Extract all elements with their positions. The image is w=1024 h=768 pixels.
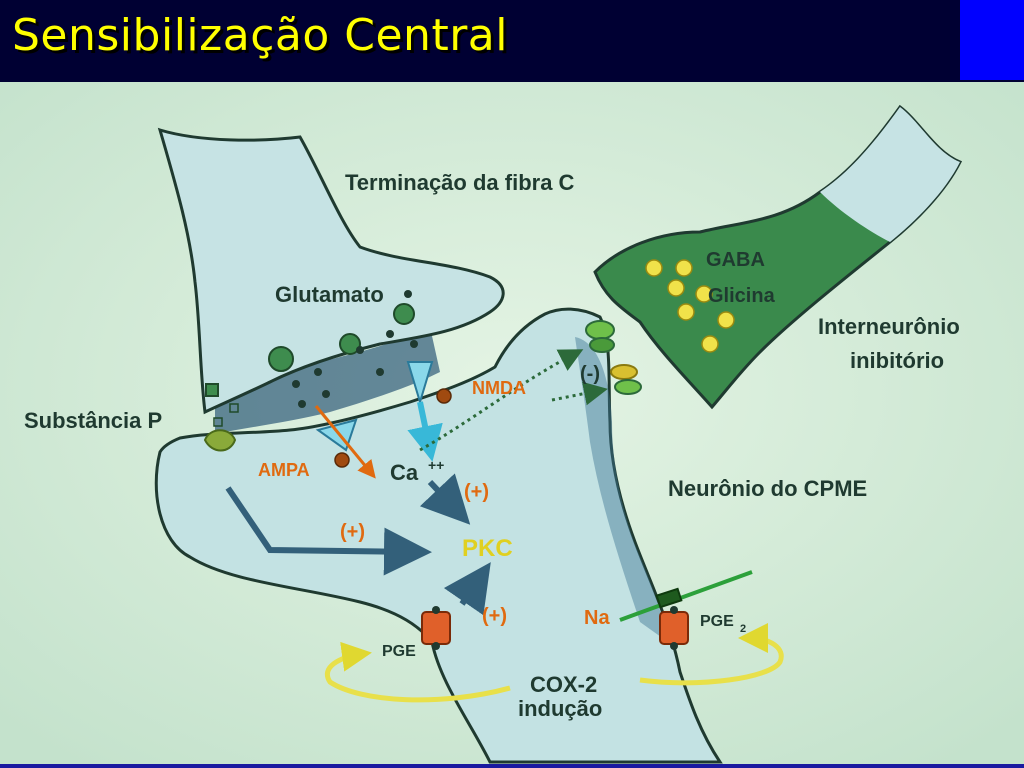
label-c-fiber-terminal: Terminação da fibra C [345,170,575,195]
title-accent-block [960,0,1024,80]
label-spinal-neuron: Neurônio do CPME [668,476,867,501]
c-fiber-terminal [157,127,505,415]
diagram: Terminação da fibra C Glutamato GABA Gli… [0,82,1024,764]
diagram-svg: Terminação da fibra C Glutamato GABA Gli… [0,82,1024,764]
label-inhibitory-interneuron-line2: inibitório [850,348,944,373]
label-sodium: Na [584,607,610,629]
bottom-border [0,764,1024,768]
label-plus-substance-p-pkc: (+) [340,521,365,543]
label-substance-p: Substância P [24,408,162,433]
label-inhibitory-interneuron-line1: Interneurônio [818,314,960,339]
cox2-loops [325,623,784,703]
label-plus-calcium-pkc: (+) [464,481,489,503]
slide-title: Sensibilização Central [12,10,508,61]
label-ampa: AMPA [258,460,310,480]
sodium-channel [619,570,753,622]
label-cox2-line2: indução [518,696,602,721]
nmda-receptor [406,361,452,462]
neuron-shading-upper [215,327,440,434]
pkc-arrows [225,473,491,616]
label-calcium: Ca [390,460,419,485]
inhibition-dotted-lines [419,349,608,452]
pge-receptors [421,606,689,650]
label-glutamate: Glutamato [275,282,384,307]
interneuron-arm [820,107,960,242]
glutamate-vesicles [268,290,418,408]
substance-p-vesicles [203,383,239,452]
label-gaba: GABA [706,249,765,271]
title-bar: Sensibilização Central [0,0,1024,82]
neuron-shading-right [575,337,668,642]
inhibitory-receptors [585,320,642,395]
label-plus-pge-pkc: (+) [482,605,507,627]
label-pge-left: PGE [382,643,416,660]
spinal-neuron-body [154,307,723,764]
ampa-receptor [314,405,376,479]
gaba-glycine-vesicles [645,259,735,353]
label-pge-right: PGE [700,613,734,630]
label-glycine: Glicina [708,285,776,307]
label-calcium-charge: ++ [428,457,444,473]
label-nmda: NMDA [472,378,526,398]
label-pkc: PKC [462,535,513,562]
label-pge-right-subscript: 2 [740,623,746,635]
label-cox2-line1: COX-2 [530,672,597,697]
label-inhibition: (-) [580,363,600,385]
